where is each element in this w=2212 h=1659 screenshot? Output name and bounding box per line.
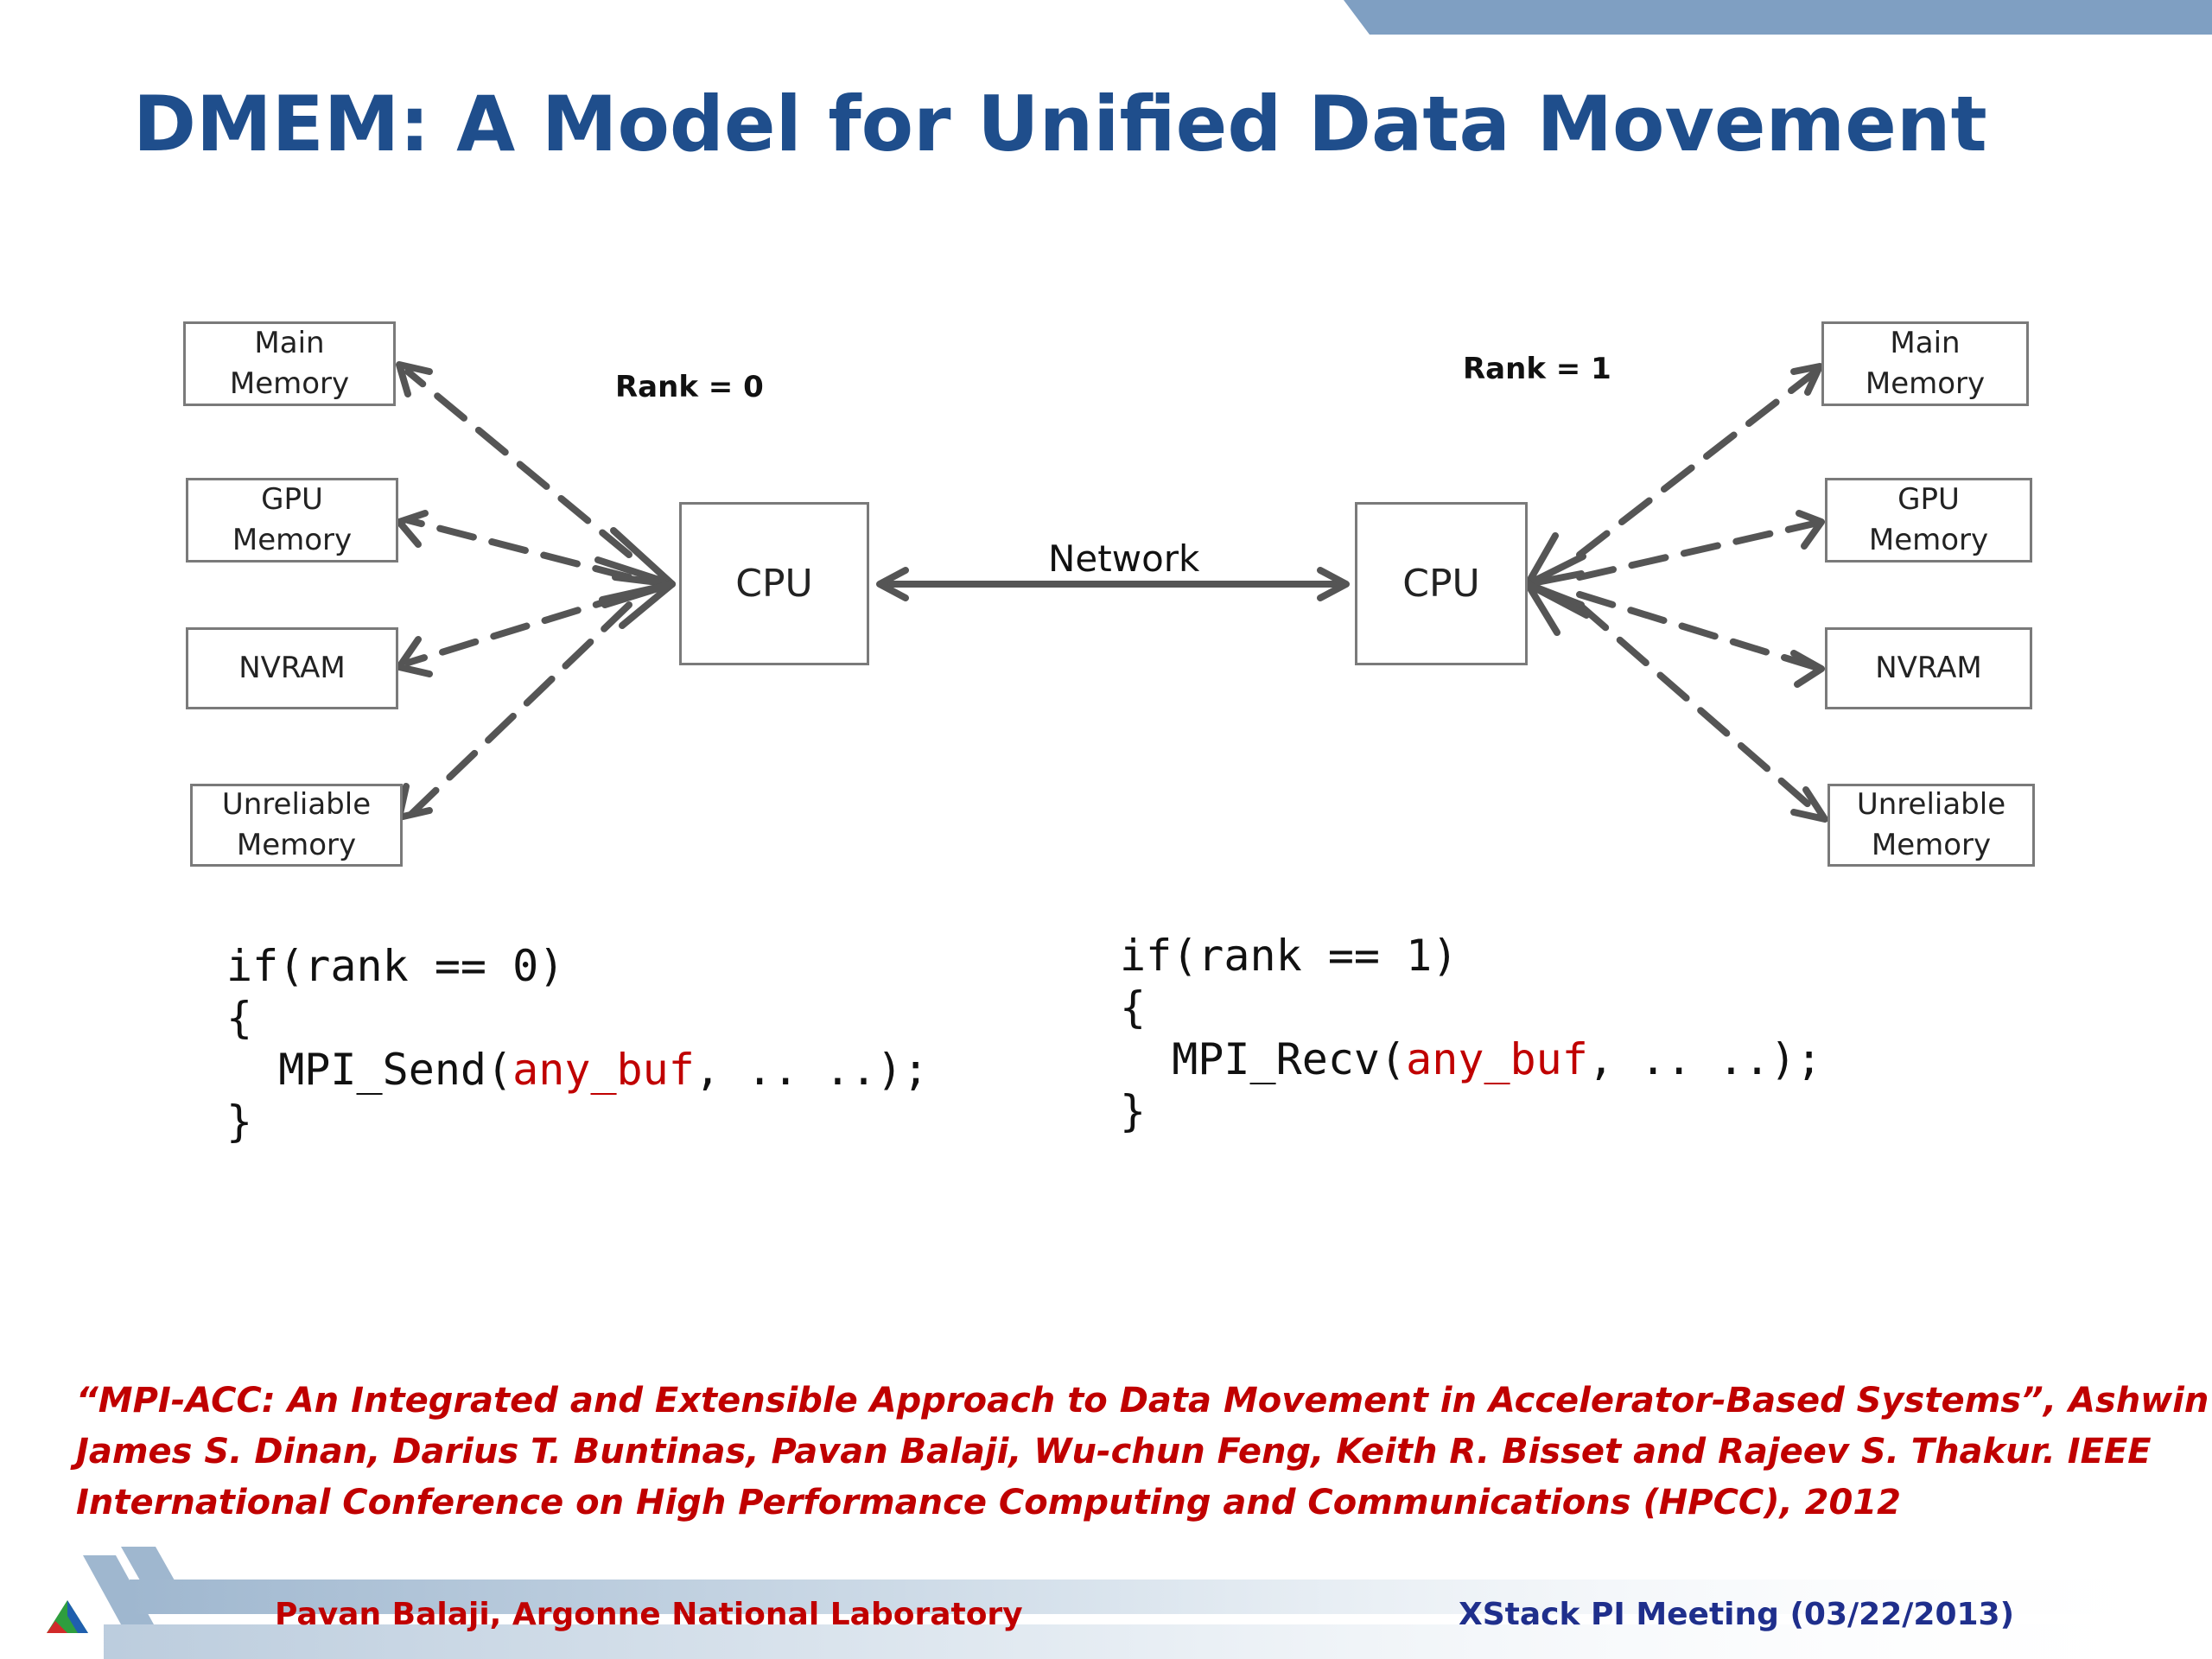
- footer-presenter: Pavan Balaji, Argonne National Laborator…: [275, 1597, 1023, 1632]
- code-call-prefix: MPI_Recv(: [1120, 1034, 1407, 1084]
- left-nvram-box: NVRAM: [186, 627, 398, 709]
- code-block-rank-1: if(rank == 1){ MPI_Recv(any_buf, .. ..);…: [1120, 930, 1822, 1137]
- right-gpu-memory-box: GPU Memory: [1825, 478, 2032, 563]
- box-label-line2: Memory: [1868, 523, 1989, 557]
- top-decorative-band: [1344, 0, 2212, 35]
- citation: “MPI-ACC: An Integrated and Extensible A…: [76, 1376, 2212, 1529]
- right-nvram-box: NVRAM: [1825, 627, 2032, 709]
- right-cpu-box: CPU: [1355, 502, 1528, 665]
- cpu-label: CPU: [735, 562, 813, 606]
- left-gpu-memory-box: GPU Memory: [186, 478, 398, 563]
- box-label-line2: Memory: [1871, 828, 1992, 862]
- citation-line-2: James S. Dinan, Darius T. Buntinas, Pava…: [76, 1432, 2152, 1471]
- code-line: if(rank == 0): [226, 941, 565, 991]
- code-line: {: [1120, 982, 1147, 1033]
- rank-1-label: Rank = 1: [1463, 352, 1611, 386]
- left-cpu-box: CPU: [679, 502, 869, 665]
- code-call-suffix: , .. ..);: [694, 1045, 929, 1095]
- box-label-line1: NVRAM: [1875, 651, 1982, 685]
- slide-title: DMEM: A Model for Unified Data Movement: [133, 79, 1987, 168]
- arrow-cpu0-to-main-memory: [404, 368, 632, 558]
- box-label-line2: Memory: [229, 366, 350, 401]
- box-label-line2: Memory: [1865, 366, 1986, 401]
- arrow-cpu1-to-main-memory: [1576, 366, 1821, 558]
- arrow-cpu1-to-gpu-memory: [1576, 519, 1821, 581]
- arrow-cpu0-to-nvram: [404, 591, 632, 666]
- code-line: }: [1120, 1086, 1147, 1136]
- code-line: if(rank == 1): [1120, 931, 1459, 981]
- left-unreliable-memory-box: Unreliable Memory: [190, 784, 403, 867]
- box-label-line2: Memory: [232, 523, 353, 557]
- box-label-line1: GPU: [261, 482, 323, 517]
- footer-meeting: XStack PI Meeting (03/22/2013): [1459, 1597, 2015, 1632]
- box-label-line1: GPU: [1897, 482, 1960, 517]
- right-main-memory-box: Main Memory: [1821, 321, 2029, 406]
- box-label-line2: Memory: [236, 828, 357, 862]
- box-label-line1: Main: [254, 326, 325, 360]
- right-unreliable-memory-box: Unreliable Memory: [1827, 784, 2035, 867]
- code-line: MPI_Send(any_buf, .. ..);: [226, 1044, 929, 1096]
- arrow-cpu0-to-unreliable-memory: [404, 601, 632, 821]
- code-call-suffix: , .. ..);: [1587, 1034, 1822, 1084]
- cpu-label: CPU: [1402, 562, 1480, 606]
- box-label-line1: Main: [1890, 326, 1961, 360]
- arrow-cpu0-to-gpu-memory: [404, 517, 632, 581]
- code-call-arg: any_buf: [512, 1045, 695, 1095]
- code-line: {: [226, 993, 253, 1043]
- arrow-cpu1-to-nvram: [1576, 591, 1821, 671]
- box-label-line1: Unreliable: [221, 787, 372, 822]
- rank-0-label: Rank = 0: [615, 370, 764, 404]
- code-line: MPI_Recv(any_buf, .. ..);: [1120, 1033, 1822, 1085]
- code-call-arg: any_buf: [1406, 1034, 1588, 1084]
- citation-line-1: “MPI-ACC: An Integrated and Extensible A…: [76, 1381, 2212, 1421]
- citation-line-3: International Conference on High Perform…: [76, 1483, 1902, 1522]
- code-block-rank-0: if(rank == 0){ MPI_Send(any_buf, .. ..);…: [226, 940, 929, 1147]
- box-label-line1: Unreliable: [1856, 787, 2006, 822]
- code-line: }: [226, 1096, 253, 1147]
- arrow-cpu1-to-unreliable-memory: [1576, 601, 1827, 821]
- network-label: Network: [1048, 537, 1200, 580]
- box-label-line1: NVRAM: [238, 651, 346, 685]
- code-call-prefix: MPI_Send(: [226, 1045, 513, 1095]
- left-main-memory-box: Main Memory: [183, 321, 396, 406]
